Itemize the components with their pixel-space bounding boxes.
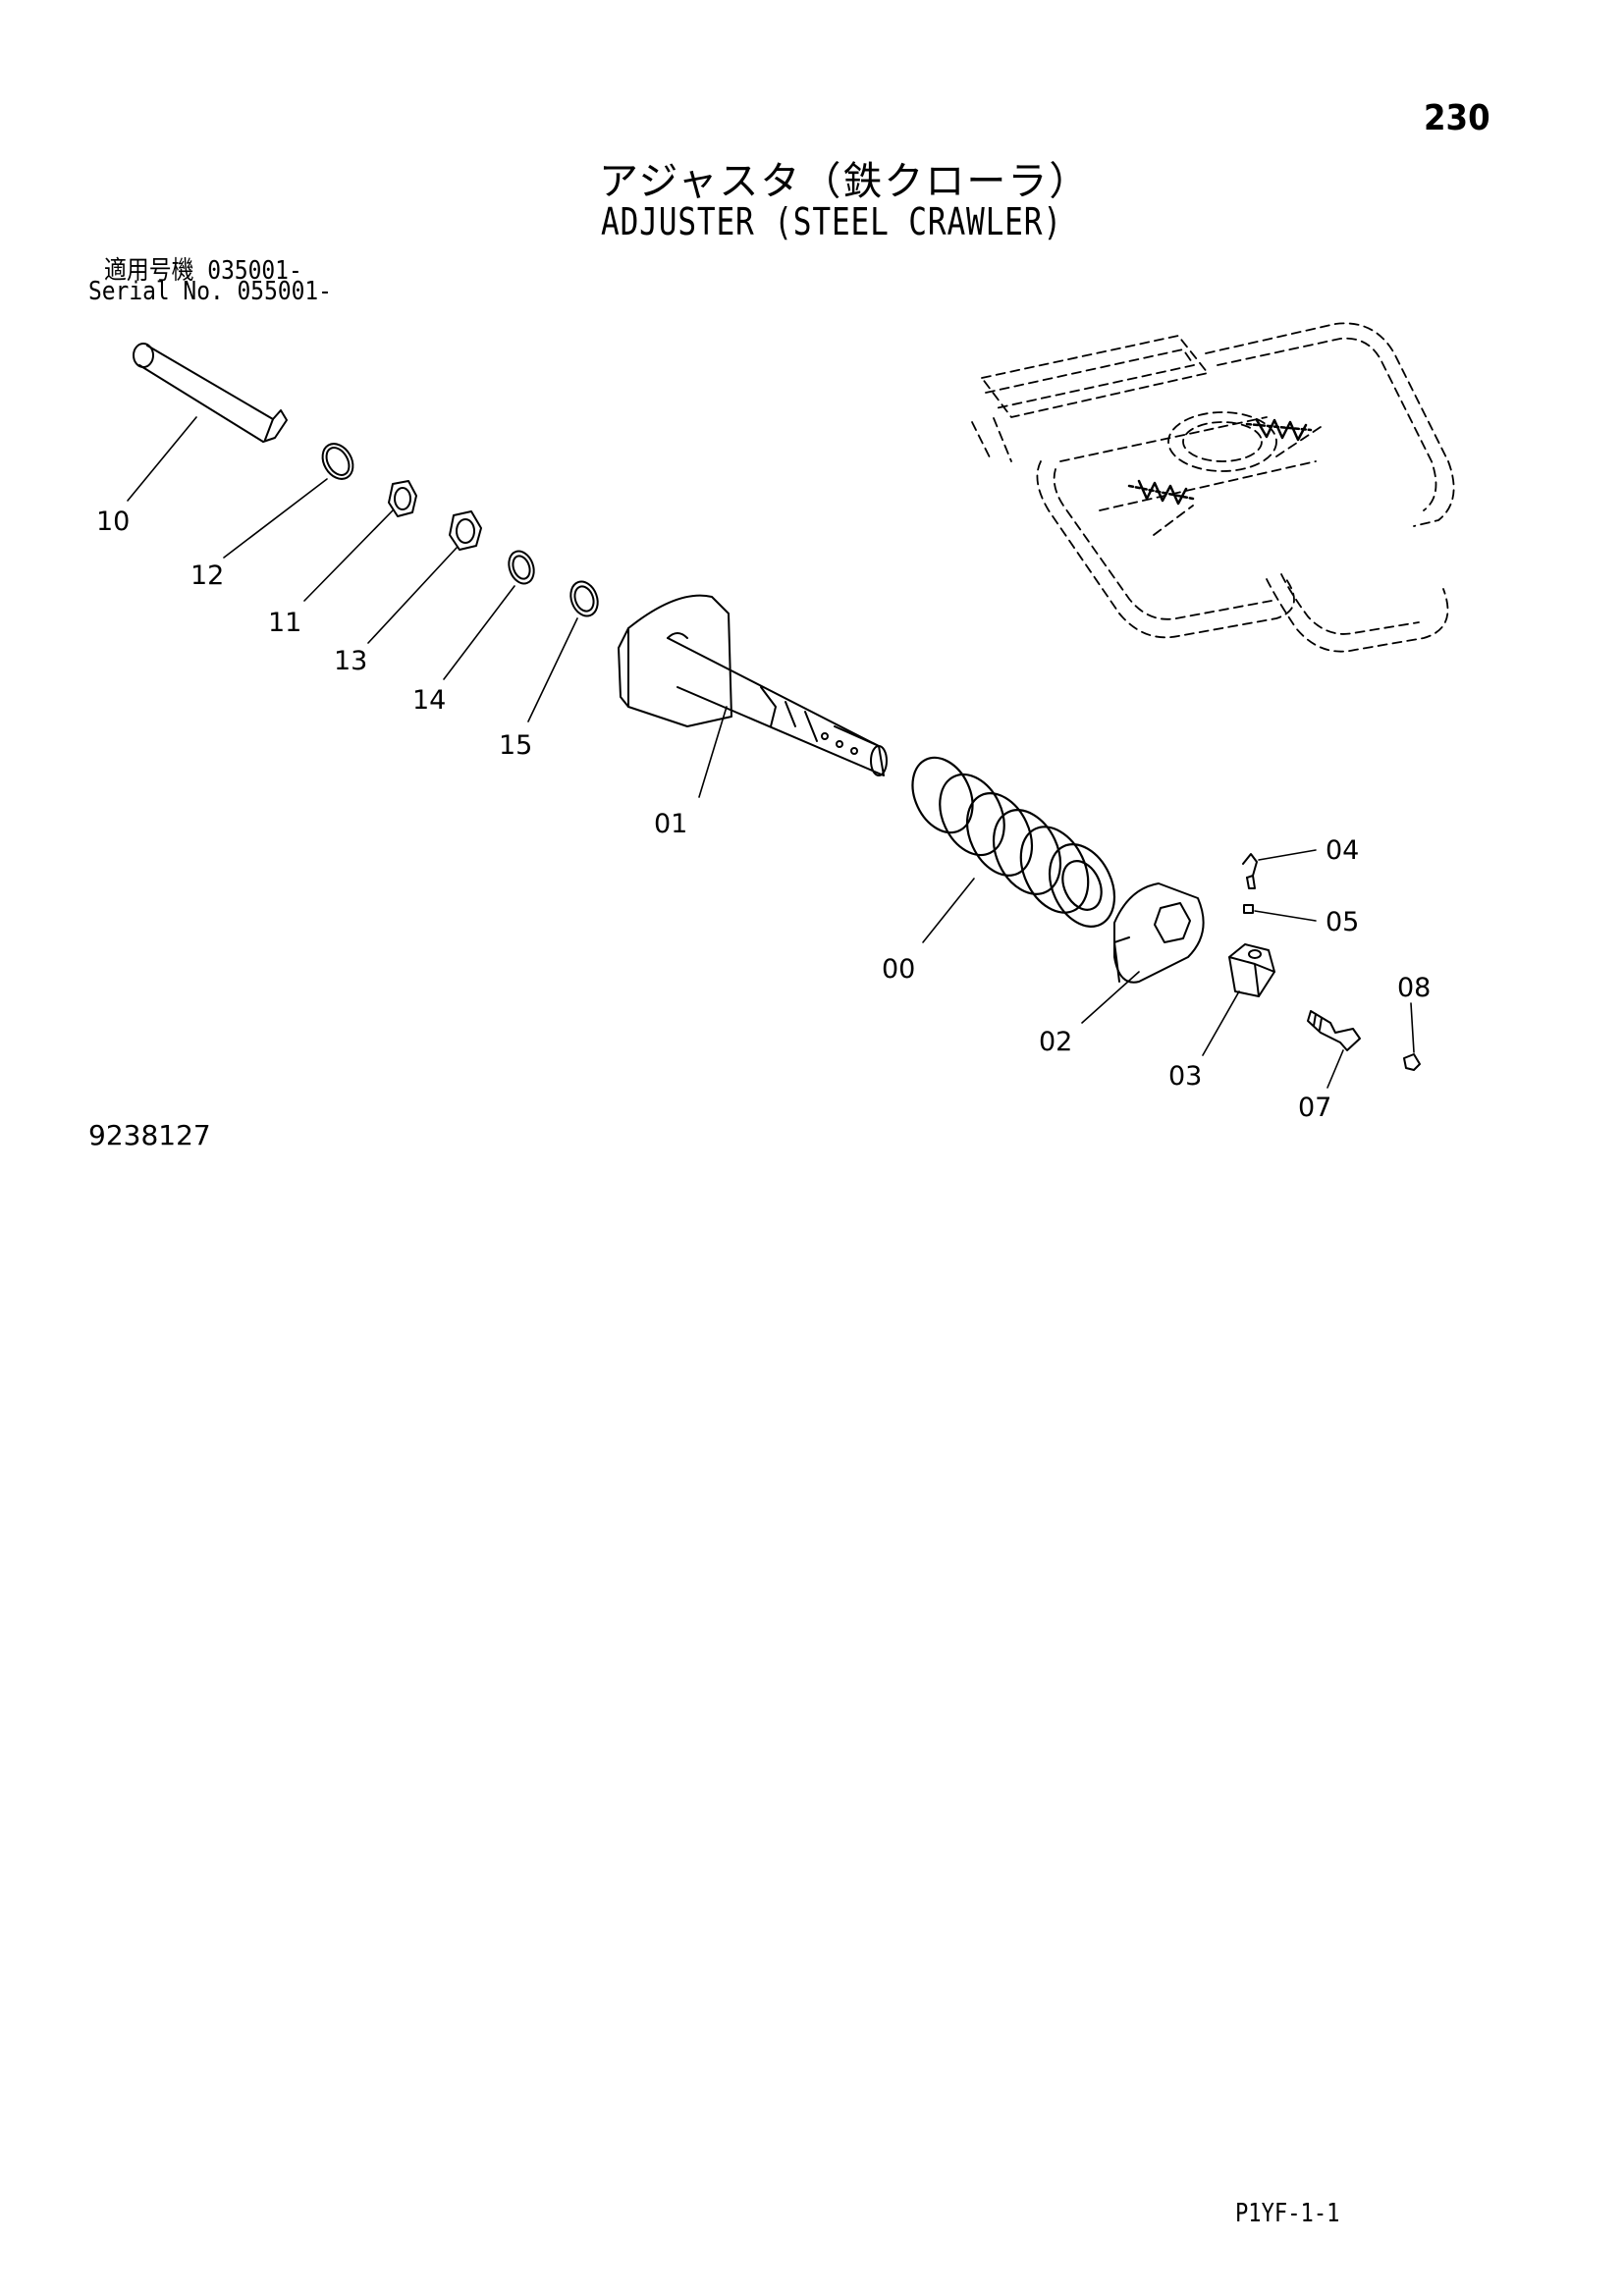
callout-01: 01: [654, 809, 687, 839]
part-05-check-valve: [1243, 904, 1254, 914]
part-10-pin: [133, 343, 288, 443]
part-11-nut: [388, 480, 417, 517]
sheet-code: P1YF-1-1: [1235, 2199, 1340, 2228]
callout-03: 03: [1168, 1061, 1202, 1092]
page-title-english: ADJUSTER (STEEL CRAWLER): [601, 200, 1062, 243]
part-03-hex-block: [1228, 943, 1275, 997]
callout-12: 12: [190, 561, 224, 591]
callout-15: 15: [499, 730, 532, 761]
callout-02: 02: [1039, 1027, 1072, 1057]
part-02-bracket: [1113, 882, 1205, 984]
part-08-cap: [1403, 1053, 1421, 1071]
callout-labels: 10 12 11 13 14 15 01 00 04 05 02 03 08 0…: [96, 507, 1431, 1123]
callout-13: 13: [334, 646, 367, 676]
part-15-ring: [569, 580, 599, 617]
callout-00: 00: [882, 954, 915, 985]
callout-10: 10: [96, 507, 130, 537]
part-00-recoil-spring: [911, 756, 1116, 928]
callout-05: 05: [1326, 907, 1359, 937]
part-07-valve: [1307, 1010, 1361, 1051]
callout-07: 07: [1298, 1093, 1331, 1123]
callout-04: 04: [1326, 835, 1359, 866]
part-01-adjuster-rod: [618, 594, 888, 776]
overview-adjuster-springs: [1127, 418, 1313, 506]
callout-leader-lines: [127, 416, 1415, 1089]
part-14-washer: [508, 550, 535, 585]
part-13-nut: [449, 510, 482, 551]
callout-08: 08: [1397, 973, 1431, 1003]
undercarriage-overview: [971, 322, 1455, 653]
page-number: 230: [1424, 98, 1490, 138]
callout-11: 11: [268, 608, 301, 638]
callout-14: 14: [412, 685, 446, 716]
serial-range-english: Serial No. 055001-: [88, 277, 332, 306]
drawing-number: 9238127: [88, 1119, 211, 1151]
part-04-grease-fitting: [1242, 853, 1258, 889]
part-12-snap-ring: [321, 443, 354, 480]
page-title-japanese: アジャスタ（鉄クローラ）: [599, 159, 1091, 204]
serial-range-japanese: 適用号機 035001-: [104, 256, 302, 286]
